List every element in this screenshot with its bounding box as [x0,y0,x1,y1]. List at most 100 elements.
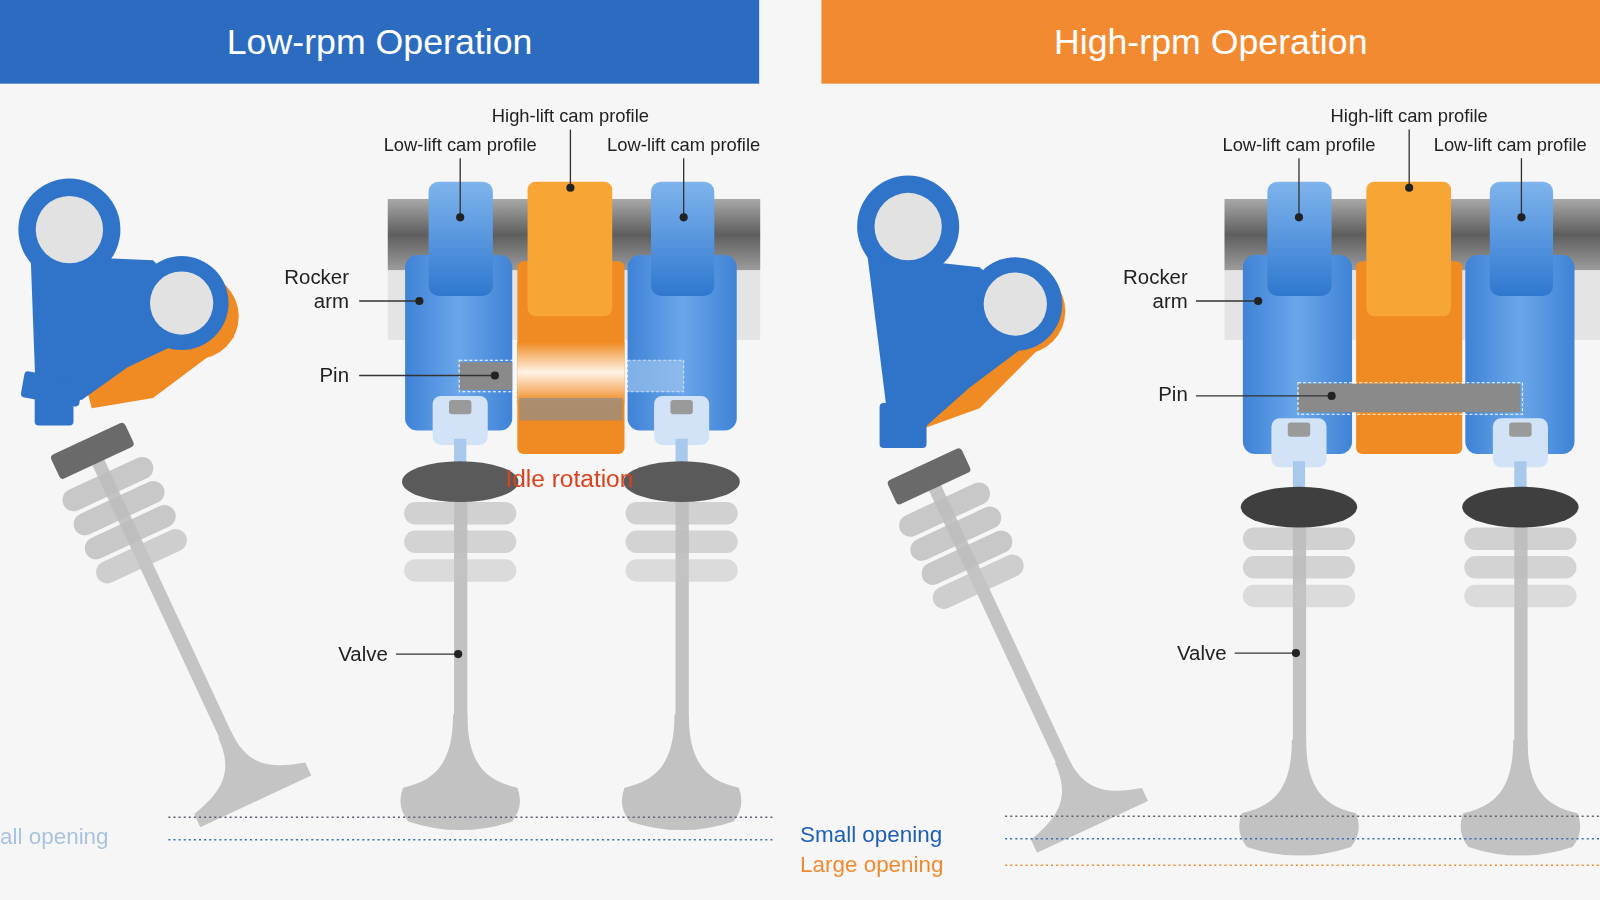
part-label: Rocker arm [1096,264,1188,313]
valve [1514,515,1527,760]
perspective-rocker [36,196,103,263]
perspective-rocker [867,255,1051,428]
part-label: Small opening [800,820,994,849]
leader-lines [1254,297,1262,305]
leader-lines [359,300,419,301]
cam-lobes [429,182,715,317]
leader-lines [415,297,423,305]
part-label: High-lift cam profile [458,105,682,128]
leader-lines [1295,213,1303,221]
cam-lobes [1267,182,1553,317]
part-label: Valve [306,642,388,668]
cam-lobes [528,182,613,317]
perspective-rocker [880,403,927,448]
leader-lines [1409,130,1410,188]
leader-lines [1292,649,1300,657]
perspective-rocker [984,272,1047,335]
valve [1243,556,1355,578]
leader-lines [359,130,688,659]
lift-reference-lines [168,817,772,839]
leader-lines [570,130,571,188]
perspective-valve [169,709,311,827]
perspective-rocker [35,393,74,426]
valve [1243,528,1355,550]
valve [404,531,516,553]
leader-lines [1298,158,1299,217]
perspective-rocker [874,193,941,260]
valve-tips [449,400,471,414]
valve-tips [1271,418,1326,467]
valve [404,559,516,581]
valve [622,714,742,830]
part-label: Low-lift cam profile [1197,134,1401,157]
valve [676,490,689,735]
valve [1464,585,1576,607]
pin [1298,383,1522,415]
valve [1462,487,1578,528]
valve [404,502,516,524]
valve [622,461,742,830]
valve [1243,585,1355,607]
leader-lines [396,653,458,654]
lift-reference-lines [1005,816,1600,818]
part-label: all opening [0,822,163,851]
perspective-valve [50,422,135,481]
header-band: High-rpm Operation [821,0,1600,84]
pin [459,360,683,392]
valve [1293,515,1306,760]
perspective-rocker [18,179,238,426]
leader-lines [1196,130,1526,658]
valve [402,461,518,502]
leader-lines [1328,392,1336,400]
leader-lines [491,371,499,379]
perspective-valve [929,551,1027,613]
leader-lines [1405,184,1413,192]
pin [628,360,684,392]
rocker-arms [519,398,622,420]
leader-lines [1521,158,1522,217]
part-label: Low-lift cam profile [1434,134,1600,157]
perspective-valve [92,525,190,587]
valve [1241,487,1357,528]
perspective-valve [31,413,311,827]
lift-reference-lines [168,839,772,841]
valve-tips [654,396,709,445]
leader-lines [454,650,462,658]
part-label: Valve [1145,641,1227,667]
part-label: Pin [288,362,349,388]
perspective-valve [1006,734,1148,852]
valve [1464,528,1576,550]
valve [623,461,739,502]
part-label: Pin [1127,382,1188,408]
perspective-rocker [150,271,213,334]
valve-tips [1288,422,1310,436]
header-band: Low-rpm Operation [0,0,759,84]
leader-lines [1196,300,1258,301]
part-label: High-lift cam profile [1297,105,1521,128]
part-label: Rocker arm [257,264,349,313]
perspective-rocker [857,176,1065,448]
pin [1298,383,1522,415]
valve [1461,487,1581,856]
band-title: Low-rpm Operation [227,21,533,62]
perspective-valve [868,438,1148,852]
part-label: Large opening [800,851,994,880]
leader-lines [680,213,688,221]
valve [400,714,520,830]
rocker-arms [517,342,624,403]
valve-tips [1271,418,1548,494]
lift-reference-lines [1005,838,1600,840]
valve-tips [1493,418,1548,467]
perspective-valve [886,447,971,506]
leader-lines [566,184,574,192]
valve-tips [433,396,710,472]
cam-lobes [1366,182,1451,317]
valve [454,490,467,735]
leader-lines [1196,395,1332,396]
leader-lines [456,213,464,221]
part-label: Idle rotation [503,464,636,493]
band-title: High-rpm Operation [1054,21,1368,62]
part-label: Low-lift cam profile [358,134,562,157]
valve-tips [433,396,488,445]
